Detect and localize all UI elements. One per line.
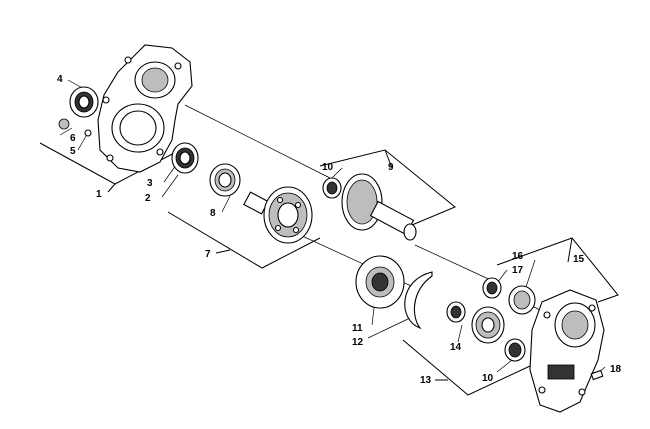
transmission-housing <box>97 44 193 173</box>
label-1: 1 <box>96 189 102 200</box>
label-4: 4 <box>57 74 63 85</box>
label-18: 18 <box>610 364 622 375</box>
label-10-upper: 10 <box>322 162 334 173</box>
countershaft-gear-9 <box>341 173 417 241</box>
drive-gear-7 <box>243 186 313 244</box>
label-17: 17 <box>512 265 524 276</box>
part-labels: 1 2 3 4 5 6 7 8 9 10 10 11 12 13 14 15 1… <box>57 74 622 386</box>
callout-lines <box>39 79 619 396</box>
label-16: 16 <box>512 251 524 262</box>
bearing-10-lower <box>504 338 526 362</box>
bolt-18 <box>590 369 604 381</box>
label-5: 5 <box>70 146 76 157</box>
label-13: 13 <box>420 375 432 386</box>
output-gear-13 <box>471 306 505 344</box>
label-2: 2 <box>145 193 151 204</box>
seal-17 <box>482 277 502 299</box>
label-7: 7 <box>205 249 211 260</box>
snap-ring-12 <box>404 271 433 330</box>
label-15: 15 <box>573 254 585 265</box>
label-14: 14 <box>450 342 462 353</box>
label-11: 11 <box>352 323 363 334</box>
label-3: 3 <box>147 178 153 189</box>
cover-15 <box>529 289 605 413</box>
drive-sprocket-11 <box>355 255 405 309</box>
label-9: 9 <box>388 162 394 173</box>
label-12: 12 <box>352 337 364 348</box>
plug-6 <box>58 118 92 137</box>
label-6: 6 <box>70 133 76 144</box>
bearing-16 <box>508 285 536 315</box>
label-10-lower: 10 <box>482 373 494 384</box>
seal-4 <box>69 86 99 118</box>
seal-2 <box>171 142 199 174</box>
label-8: 8 <box>210 208 216 219</box>
bearing-8 <box>209 163 241 197</box>
bearing-14 <box>446 301 466 323</box>
bearing-10-upper <box>322 177 342 199</box>
